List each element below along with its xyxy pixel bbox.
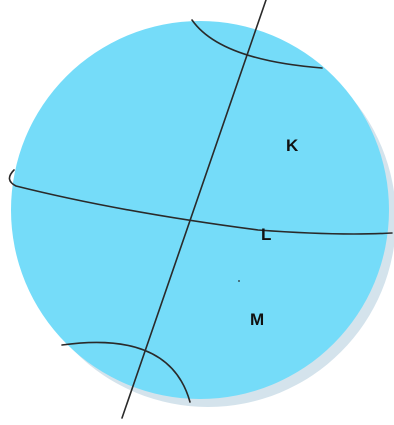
- sphere: [11, 21, 389, 399]
- label-l: L: [261, 225, 271, 244]
- label-m: M: [250, 310, 264, 329]
- point-dot: [238, 280, 240, 282]
- label-k: K: [286, 136, 299, 155]
